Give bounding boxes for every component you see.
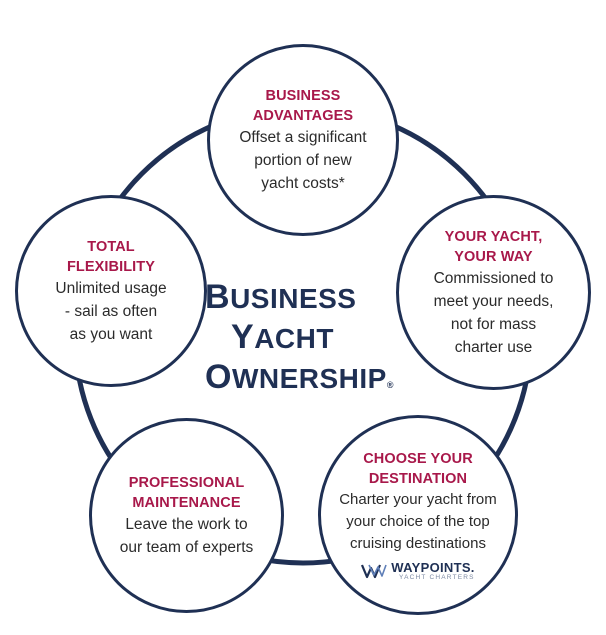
node-total-flexibility: TOTAL FLEXIBILITY Unlimited usage - sail… [15, 195, 207, 387]
registered-mark: ® [386, 380, 394, 390]
node-title: CHOOSE YOUR DESTINATION [363, 450, 473, 487]
node-body: Leave the work to our team of experts [119, 515, 254, 556]
node-your-yacht-your-way: YOUR YACHT, YOUR WAY Commissioned to mee… [396, 195, 591, 390]
center-title-line-1: BUSINESS [205, 278, 357, 316]
node-body: Commissioned to meet your needs, not for… [433, 269, 554, 356]
center-title: BUSINESS YACHT OWNERSHIP® [205, 278, 405, 398]
node-body: Charter your yacht from your choice of t… [339, 490, 497, 552]
node-title: PROFESSIONAL MAINTENANCE [128, 474, 245, 511]
logo-name: WAYPOINTS. [391, 559, 475, 575]
node-business-advantages: BUSINESS ADVANTAGES Offset a significant… [207, 44, 399, 236]
node-title: TOTAL FLEXIBILITY [66, 238, 156, 275]
center-title-line-3: OWNERSHIP® [205, 358, 394, 396]
node-body: Offset a significant portion of new yach… [239, 128, 367, 192]
center-title-line-2: YACHT [231, 318, 334, 356]
waypoints-w-logo-icon [361, 564, 388, 579]
logo-text: WAYPOINTS. YACHT CHARTERS [391, 561, 474, 582]
node-professional-maintenance: PROFESSIONAL MAINTENANCE Leave the work … [89, 418, 284, 613]
logo-subtitle: YACHT CHARTERS [399, 573, 475, 581]
node-title: BUSINESS ADVANTAGES [252, 87, 354, 124]
node-choose-your-destination: CHOOSE YOUR DESTINATION Charter your yac… [318, 415, 518, 615]
waypoints-logo: WAYPOINTS. YACHT CHARTERS [361, 561, 474, 582]
node-title: YOUR YACHT, YOUR WAY [444, 228, 543, 265]
node-body: Unlimited usage - sail as often as you w… [55, 279, 167, 343]
